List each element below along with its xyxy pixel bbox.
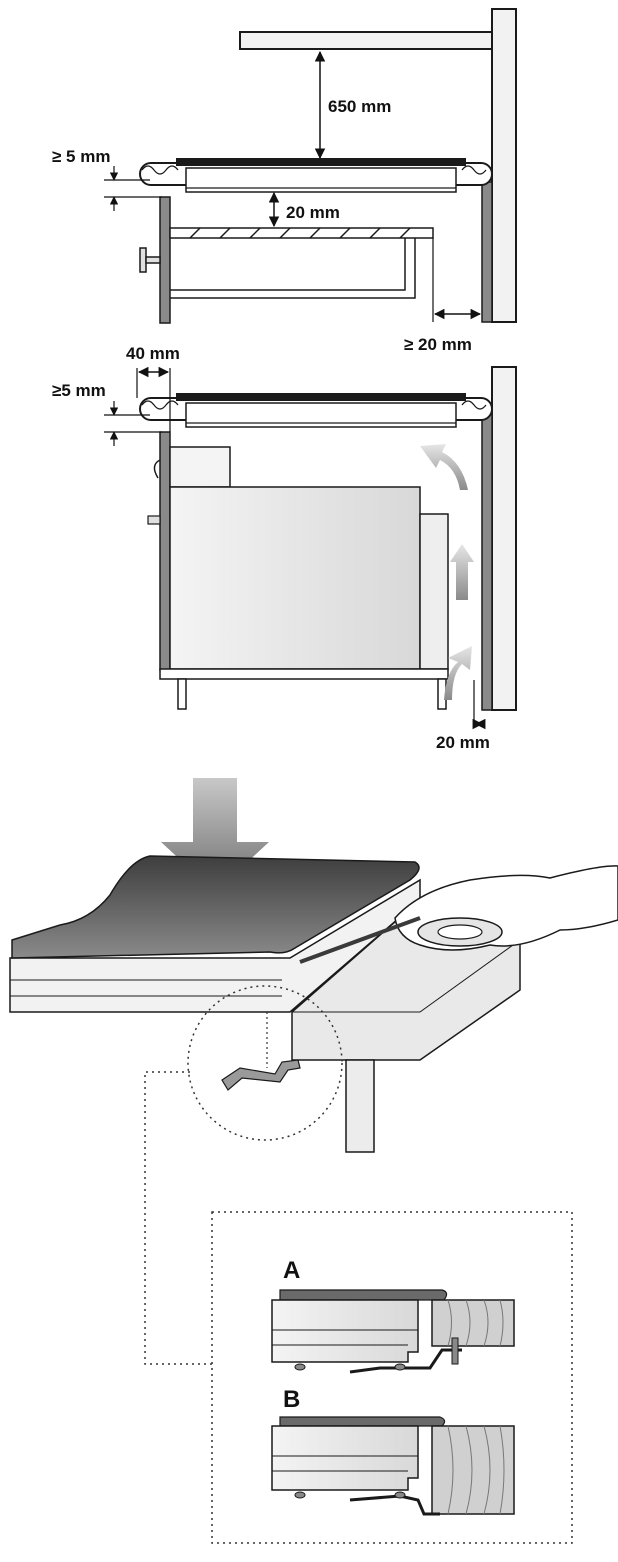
bracket-a (349, 1348, 462, 1374)
label-min-5mm: ≥ 5 mm (52, 147, 110, 166)
fixing-bracket-icon (221, 1059, 301, 1091)
airflow-arrow-middle (450, 544, 474, 600)
hood-shelf (239, 31, 496, 50)
label-min-20mm: ≥ 20 mm (404, 335, 472, 354)
detail-a-label: A (283, 1257, 300, 1284)
front-panel-2 (159, 431, 171, 671)
detail-box (211, 1211, 573, 1544)
airflow-arrow-top (420, 444, 468, 490)
detail-b-label: B (283, 1386, 300, 1413)
oven (147, 446, 449, 710)
hob-glass-top (11, 855, 420, 959)
hob-cross-section-2 (139, 393, 493, 428)
cabinet-leg (345, 1059, 375, 1153)
worktop-wood-b (431, 1425, 515, 1515)
worktop-wood-a (431, 1299, 515, 1347)
hand-applying-seal (299, 865, 618, 964)
label-min-5mm-2: ≥5 mm (52, 381, 106, 400)
drawer (139, 227, 434, 299)
label-650mm: 650 mm (328, 97, 391, 116)
bracket-b (349, 1494, 440, 1516)
airflow-arrow-bottom (444, 646, 472, 700)
diagram-oven-installation: 40 mm ≥5 mm 20 mm (52, 344, 517, 752)
diagram-hob-fitting: A B (9, 778, 618, 1544)
back-wall-2 (491, 366, 517, 711)
detail-a: A (271, 1257, 515, 1374)
airflow-arrows (420, 444, 474, 700)
label-40mm: 40 mm (126, 344, 180, 363)
diagram-drawer-installation: 650 mm ≥ 5 mm 20 mm ≥ 20 mm (52, 8, 517, 354)
back-wall (491, 8, 517, 323)
label-20mm-rear: 20 mm (436, 733, 490, 752)
oven-foot-front (177, 678, 187, 710)
cabinet-side-panel-2 (481, 409, 493, 711)
detail-b: B (271, 1386, 515, 1516)
detail-magnifier-circle (187, 985, 343, 1141)
drawer-handle (139, 247, 147, 273)
front-panel (159, 196, 171, 324)
detail-connector-line (144, 1071, 212, 1365)
label-20mm-drawer: 20 mm (286, 203, 340, 222)
cabinet-side-panel (481, 181, 493, 323)
hob-cross-section (139, 158, 493, 193)
